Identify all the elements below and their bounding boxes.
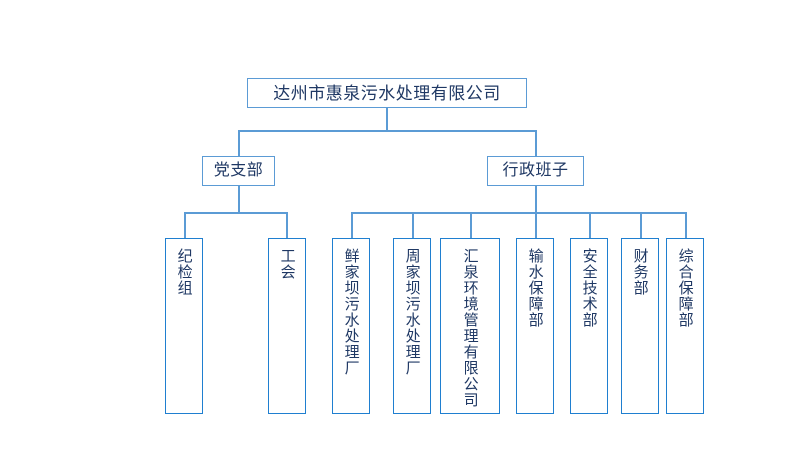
org-node-party-branch[interactable]: 党支部	[202, 156, 275, 186]
org-node-general-support[interactable]: 综合保障部	[666, 238, 704, 414]
org-node-safety-technology-label: 安全技术部	[580, 248, 598, 328]
connector-admin-child-6	[685, 212, 687, 238]
org-node-xianjiaba-plant-label: 鲜家坝污水处理厂	[342, 248, 360, 376]
org-node-huiquan-environment[interactable]: 汇泉环境管理有限公司	[440, 238, 500, 414]
connector-level2-drop-admin	[535, 130, 537, 156]
org-node-root[interactable]: 达州市惠泉污水处理有限公司	[247, 78, 527, 108]
org-node-party-branch-label: 党支部	[213, 162, 264, 179]
connector-party-drop	[238, 186, 240, 212]
connector-admin-child-2	[470, 212, 472, 238]
org-node-water-transmission[interactable]: 输水保障部	[516, 238, 554, 414]
connector-admin-child-3	[535, 212, 537, 238]
connector-admin-child-4	[589, 212, 591, 238]
org-node-xianjiaba-plant[interactable]: 鲜家坝污水处理厂	[332, 238, 370, 414]
connector-admin-child-0	[351, 212, 353, 238]
org-node-safety-technology[interactable]: 安全技术部	[570, 238, 608, 414]
org-node-discipline-inspection[interactable]: 纪检组	[165, 238, 203, 414]
connector-party-bar	[184, 212, 287, 214]
org-node-general-support-label: 综合保障部	[676, 248, 694, 328]
org-node-admin-team-label: 行政班子	[502, 162, 569, 179]
org-node-labor-union-label: 工会	[278, 248, 296, 280]
org-node-zhoujiaba-plant-label: 周家坝污水处理厂	[403, 248, 421, 376]
org-node-finance-label: 财务部	[631, 248, 649, 296]
org-node-huiquan-environment-label: 汇泉环境管理有限公司	[461, 248, 479, 408]
org-node-admin-team[interactable]: 行政班子	[487, 156, 584, 186]
connector-level2-drop-party	[238, 130, 240, 156]
org-node-root-label: 达州市惠泉污水处理有限公司	[273, 83, 501, 103]
connector-admin-child-5	[640, 212, 642, 238]
connector-admin-drop	[535, 186, 537, 212]
connector-party-child-0	[184, 212, 186, 238]
org-node-finance[interactable]: 财务部	[621, 238, 659, 414]
org-node-zhoujiaba-plant[interactable]: 周家坝污水处理厂	[393, 238, 431, 414]
connector-admin-child-1	[412, 212, 414, 238]
connector-party-child-1	[286, 212, 288, 238]
org-node-labor-union[interactable]: 工会	[268, 238, 306, 414]
org-node-discipline-inspection-label: 纪检组	[175, 248, 193, 296]
connector-root-drop	[386, 108, 388, 130]
connector-admin-bar	[351, 212, 685, 214]
org-node-water-transmission-label: 输水保障部	[526, 248, 544, 328]
connector-level2-bar	[238, 130, 537, 132]
